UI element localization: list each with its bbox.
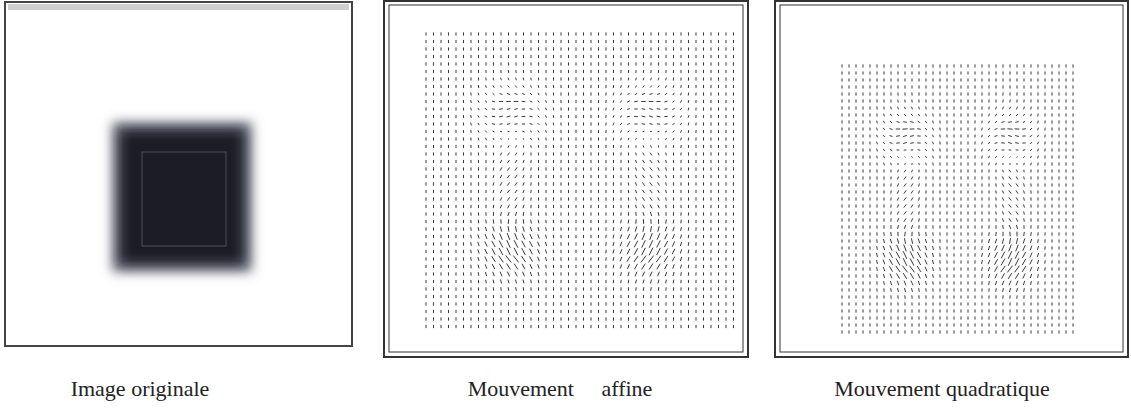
inner-edge bbox=[142, 152, 226, 246]
panel-caption: Mouvement quadratique bbox=[834, 376, 1050, 402]
panel-caption: Mouvement affine bbox=[468, 376, 653, 402]
panel-frame bbox=[5, 2, 352, 346]
square-halo bbox=[112, 122, 252, 272]
panel-frame bbox=[775, 1, 1128, 357]
vector-field bbox=[426, 32, 734, 328]
panel-frame-inner bbox=[780, 5, 1123, 352]
panel-shadow bbox=[8, 4, 349, 10]
panel-frame-inner bbox=[389, 5, 743, 352]
panel-caption: Image originale bbox=[71, 376, 210, 402]
vector-field bbox=[842, 64, 1073, 333]
dark-square bbox=[120, 130, 244, 264]
panel-frame bbox=[384, 1, 748, 357]
